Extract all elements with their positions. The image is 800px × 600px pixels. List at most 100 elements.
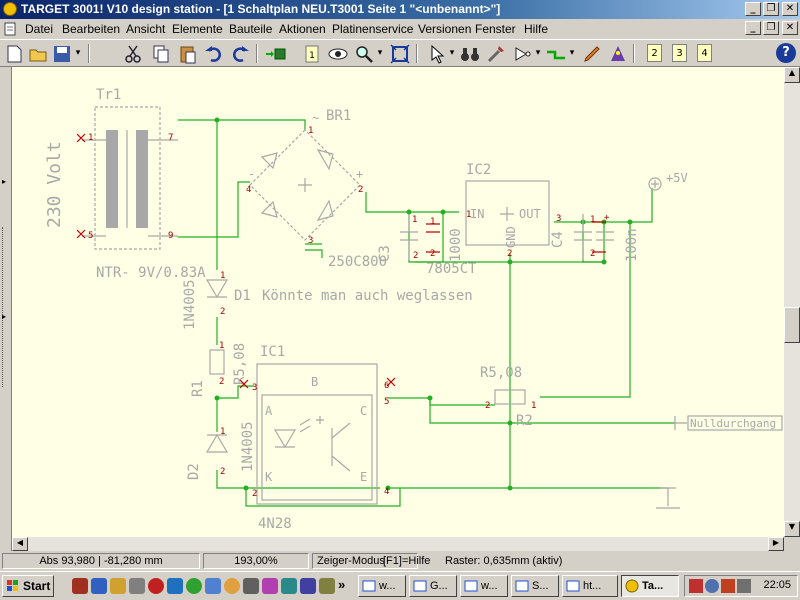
tray-icon-3[interactable] (721, 579, 735, 593)
schematic-canvas[interactable]: .gray{stroke:#a8a8a8;fill:none;stroke-wi… (12, 67, 784, 537)
net-label-nulldurchgang[interactable] (674, 415, 783, 431)
task-button-3[interactable]: w... (460, 575, 508, 597)
quicklaunch-icon-1[interactable] (72, 578, 88, 594)
paste-icon[interactable] (177, 43, 199, 65)
doc-restore-button[interactable]: ❐ (763, 21, 779, 35)
page-one-icon[interactable]: 1 (301, 43, 323, 65)
gate-dropdown-icon[interactable]: ▾ (535, 48, 541, 58)
app-icon[interactable] (3, 2, 17, 16)
supply-5v-symbol[interactable] (648, 177, 662, 191)
quicklaunch-icon-6[interactable] (167, 578, 183, 594)
ground-symbol[interactable] (656, 487, 680, 509)
panel-arrow-icon[interactable]: ▸ (2, 312, 7, 321)
schematic-drawing[interactable]: .gray{stroke:#a8a8a8;fill:none;stroke-wi… (12, 67, 784, 537)
wire-dropdown-icon[interactable]: ▾ (569, 48, 575, 58)
tools-icon[interactable] (485, 43, 507, 65)
menu-aktionen[interactable]: Aktionen (279, 22, 326, 36)
bridge-rectifier-br1[interactable]: -+~ 14 23 (246, 111, 363, 246)
menu-platinenservice[interactable]: Platinenservice (332, 22, 414, 36)
binoculars-icon[interactable] (459, 43, 481, 65)
panel-grip[interactable] (2, 227, 8, 387)
menu-hilfe[interactable]: Hilfe (524, 22, 549, 36)
scroll-up-icon[interactable]: ▲ (784, 67, 800, 83)
minimize-button[interactable]: _ (745, 2, 761, 16)
component-import-icon[interactable] (265, 43, 287, 65)
quicklaunch-icon-9[interactable] (224, 578, 240, 594)
scroll-down-icon[interactable]: ▼ (784, 521, 800, 537)
menu-ansicht[interactable]: Ansicht (126, 22, 166, 36)
help-icon[interactable]: ? (776, 43, 796, 63)
menu-versionen[interactable]: Versionen (418, 22, 472, 36)
quicklaunch-icon-5[interactable] (148, 578, 164, 594)
pen-icon[interactable] (581, 43, 603, 65)
save-dropdown-icon[interactable]: ▾ (75, 48, 81, 58)
copy-icon[interactable] (150, 43, 172, 65)
capacitor-c3[interactable]: 12 12 (400, 214, 440, 261)
task-button-4[interactable]: S... (511, 575, 559, 597)
task-button-target[interactable]: Ta... (621, 575, 679, 597)
capacitor-c4[interactable]: 12 + (574, 213, 614, 260)
cut-icon[interactable] (122, 43, 144, 65)
tray-icon-1[interactable] (689, 579, 703, 593)
quicklaunch-icon-13[interactable] (300, 578, 316, 594)
task-button-5[interactable]: ht... (562, 575, 618, 597)
zoom-fit-icon[interactable] (389, 43, 411, 65)
page-4-button[interactable]: 4 (697, 44, 712, 62)
undo-icon[interactable] (203, 43, 225, 65)
tray-icon-4[interactable] (737, 579, 751, 593)
left-panel-strip[interactable]: ▸ ▸ (0, 67, 12, 551)
logic-gate-icon[interactable] (511, 43, 533, 65)
quicklaunch-icon-14[interactable] (319, 578, 335, 594)
page-3-button[interactable]: 3 (672, 44, 687, 62)
redo-icon[interactable] (229, 43, 251, 65)
horizontal-scrollbar[interactable]: ◀ ▶ (12, 537, 784, 551)
diode-d1[interactable]: 12 (205, 271, 229, 317)
new-file-icon[interactable] (3, 43, 25, 65)
resistor-r1[interactable]: 12 (209, 341, 225, 387)
doc-close-button[interactable]: ✕ (782, 21, 798, 35)
scroll-left-icon[interactable]: ◀ (12, 537, 28, 551)
quicklaunch-icon-3[interactable] (110, 578, 126, 594)
doc-minimize-button[interactable]: _ (745, 21, 761, 35)
panel-arrow-icon[interactable]: ▸ (2, 177, 7, 186)
menu-datei[interactable]: Datei (25, 22, 54, 36)
wizard-icon[interactable] (607, 43, 629, 65)
wire-network[interactable] (178, 119, 675, 507)
zoom-icon[interactable] (353, 43, 375, 65)
restore-button[interactable]: ❐ (763, 2, 779, 16)
pointer-icon[interactable] (426, 43, 448, 65)
save-icon[interactable] (51, 43, 73, 65)
menu-fenster[interactable]: Fenster (475, 22, 516, 36)
task-button-2[interactable]: G... (409, 575, 457, 597)
start-button[interactable]: Start (2, 575, 54, 597)
quicklaunch-icon-8[interactable] (205, 578, 221, 594)
vertical-scroll-thumb[interactable] (784, 307, 800, 343)
tray-icon-2[interactable] (705, 579, 719, 593)
view-eye-icon[interactable] (327, 43, 349, 65)
diode-d2[interactable]: 12 (205, 427, 229, 477)
quicklaunch-icon-2[interactable] (91, 578, 107, 594)
menu-bearbeiten[interactable]: Bearbeiten (62, 22, 121, 36)
quicklaunch-icon-11[interactable] (262, 578, 278, 594)
vertical-scrollbar[interactable]: ▲ ▼ (784, 67, 800, 537)
page-2-button[interactable]: 2 (647, 44, 662, 62)
document-icon[interactable] (3, 22, 17, 36)
task-button-1[interactable]: w... (358, 575, 406, 597)
zoom-dropdown-icon[interactable]: ▾ (377, 48, 383, 58)
quicklaunch-icon-4[interactable] (129, 578, 145, 594)
wire-icon[interactable] (545, 43, 567, 65)
pointer-dropdown-icon[interactable]: ▾ (449, 48, 455, 58)
open-folder-icon[interactable] (27, 43, 49, 65)
close-button[interactable]: ✕ (782, 2, 798, 16)
quicklaunch-overflow[interactable]: » (338, 577, 346, 592)
quicklaunch-icon-10[interactable] (243, 578, 259, 594)
menu-bauteile[interactable]: Bauteile (229, 22, 273, 36)
quicklaunch-icon-12[interactable] (281, 578, 297, 594)
transformer-tr1[interactable]: 15 79 (76, 106, 178, 250)
optocoupler-ic1[interactable]: 32 654 (252, 363, 389, 505)
quicklaunch-icon-7[interactable] (186, 578, 202, 594)
scroll-right-icon[interactable]: ▶ (768, 537, 784, 551)
menu-elemente[interactable]: Elemente (172, 22, 223, 36)
